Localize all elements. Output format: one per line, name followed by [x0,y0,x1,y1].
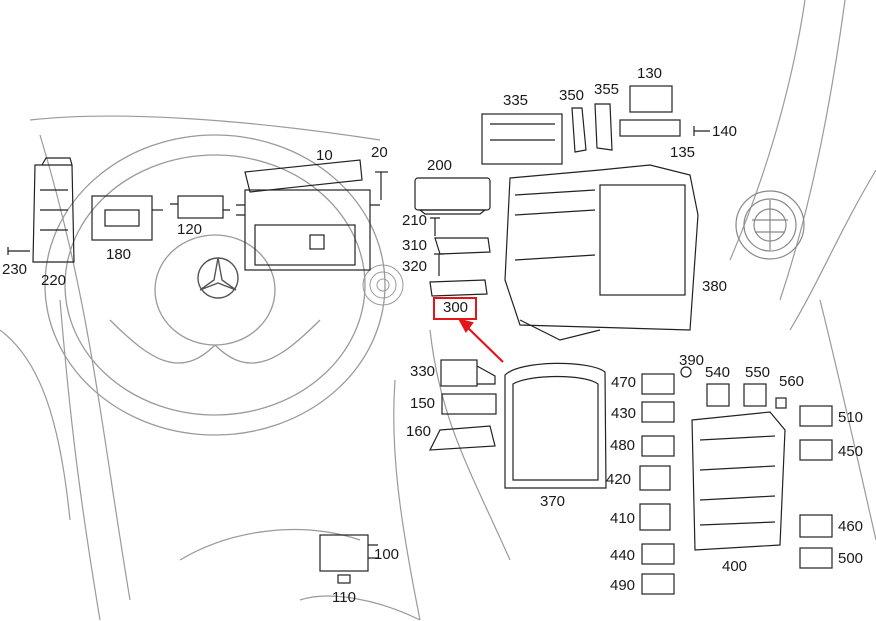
label-150: 150 [410,395,436,412]
label-210: 210 [402,212,428,229]
part-20-screw[interactable] [375,171,388,200]
label-440: 440 [610,547,636,564]
part-460-connector[interactable] [799,514,833,538]
label-200: 200 [427,157,453,174]
label-460: 460 [838,518,864,535]
part-400-fuse-box[interactable] [691,411,786,551]
part-350-bracket[interactable] [571,107,587,153]
label-20: 20 [371,144,388,161]
label-140: 140 [712,123,738,140]
part-355-cover[interactable] [594,103,613,151]
part-320-screw[interactable] [434,253,444,276]
label-310: 310 [402,237,428,254]
part-380-sam-control-unit[interactable] [504,164,699,341]
part-135-holder[interactable] [619,119,681,137]
part-300-bracket[interactable] [429,279,488,297]
highlight-arrow [457,318,504,363]
part-160-connector[interactable] [428,425,496,451]
part-210-screw[interactable] [430,217,440,236]
label-320: 320 [402,258,428,275]
part-230-bolt[interactable] [7,247,30,255]
label-510: 510 [838,409,864,426]
part-430-connector[interactable] [641,401,675,423]
part-330-connector[interactable] [440,359,496,387]
label-130: 130 [637,65,663,82]
label-380: 380 [702,278,728,295]
label-180: 180 [106,246,132,263]
part-560-fuse[interactable] [775,397,787,409]
part-130-relay[interactable] [629,85,673,113]
part-150-connector[interactable] [441,393,497,415]
center-vent [362,264,404,306]
part-420-connector[interactable] [639,465,671,491]
label-420: 420 [606,471,632,488]
part-310-bracket[interactable] [434,237,491,255]
part-540-relay[interactable] [706,383,730,407]
label-160: 160 [406,423,432,440]
part-470-connector[interactable] [641,373,675,395]
label-430: 430 [611,405,637,422]
star-logo-icon [197,257,239,299]
label-490: 490 [610,577,636,594]
label-560: 560 [779,373,805,390]
label-335: 335 [503,92,529,109]
label-110: 110 [332,589,356,606]
label-300: 300 [443,299,469,316]
label-450: 450 [838,443,864,460]
steering-wheel [44,134,386,436]
label-355: 355 [594,81,620,98]
part-370-cover[interactable] [504,362,607,489]
label-410: 410 [610,510,636,527]
part-450-connector[interactable] [799,439,833,461]
label-540: 540 [705,364,731,381]
label-330: 330 [410,363,436,380]
label-220: 220 [41,272,67,289]
label-120: 120 [177,221,203,238]
part-410-connector[interactable] [639,503,671,531]
side-vent [735,190,805,260]
part-490-connector[interactable] [641,573,675,595]
label-390: 390 [679,352,705,369]
part-500-connector[interactable] [799,547,833,569]
part-335-relay-block[interactable] [481,113,563,165]
label-550: 550 [745,364,771,381]
part-480-connector[interactable] [641,435,675,457]
part-390-nut[interactable] [680,366,692,378]
part-100-module[interactable] [319,534,378,572]
label-10: 10 [316,147,333,164]
label-480: 480 [610,437,636,454]
label-230: 230 [2,261,28,278]
label-500: 500 [838,550,864,567]
part-10-instrument-cluster[interactable] [236,159,380,271]
label-135: 135 [670,144,696,161]
label-100: 100 [374,546,400,563]
label-370: 370 [540,493,566,510]
part-140-screw[interactable] [693,126,710,136]
part-120-module[interactable] [170,195,230,219]
part-510-connector[interactable] [799,405,833,427]
label-470: 470 [611,374,637,391]
label-350: 350 [559,87,585,104]
part-550-relay[interactable] [743,383,767,407]
part-220-control-unit[interactable] [32,157,75,263]
highlight-box-300 [433,297,477,320]
part-200-cover[interactable] [414,177,491,215]
part-110-nut[interactable] [337,574,351,584]
part-180-module[interactable] [91,195,163,241]
part-440-connector[interactable] [641,543,675,565]
label-400: 400 [722,558,748,575]
